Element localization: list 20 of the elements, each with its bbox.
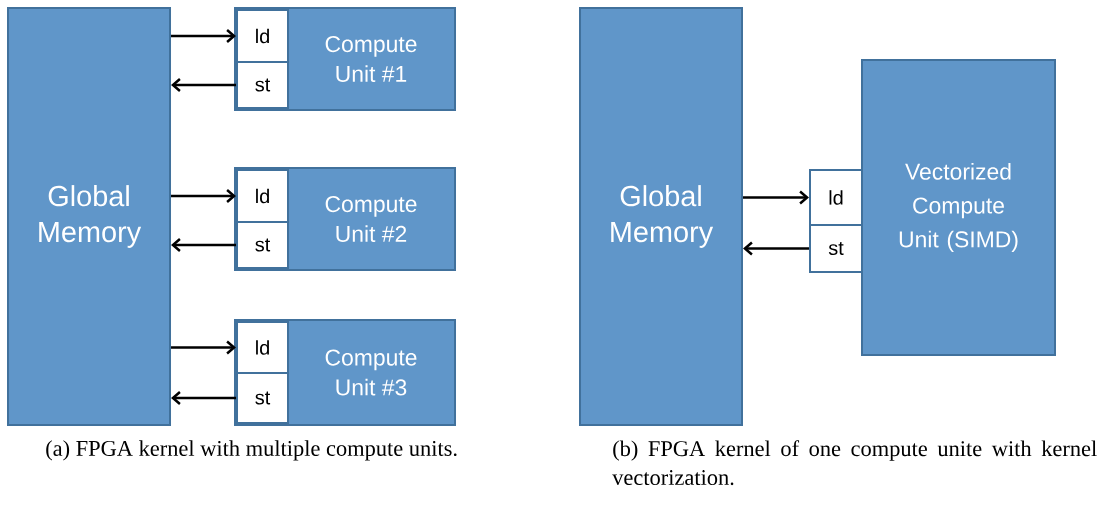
arrow bbox=[171, 238, 236, 252]
caption: (a) FPGA kernel with multiple compute units. bbox=[46, 440, 457, 461]
port-box: st bbox=[236, 372, 289, 424]
compute-unit-box: Vectorized Compute Unit (SIMD) bbox=[861, 59, 1056, 356]
memory-block: Global Memory bbox=[579, 7, 743, 426]
port-box: st bbox=[236, 221, 289, 269]
arrow bbox=[171, 78, 236, 92]
arrow bbox=[171, 189, 236, 203]
arrow bbox=[171, 391, 236, 405]
port-box: st bbox=[236, 61, 289, 109]
port-box: ld bbox=[236, 9, 289, 63]
port-box: st bbox=[809, 224, 863, 273]
arrow bbox=[171, 29, 236, 43]
arrow bbox=[743, 190, 809, 205]
port-box: ld bbox=[236, 321, 289, 374]
arrow bbox=[743, 241, 809, 256]
port-box: ld bbox=[809, 169, 863, 226]
memory-block: Global Memory bbox=[7, 7, 171, 426]
arrow bbox=[171, 340, 236, 355]
port-box: ld bbox=[236, 169, 289, 223]
